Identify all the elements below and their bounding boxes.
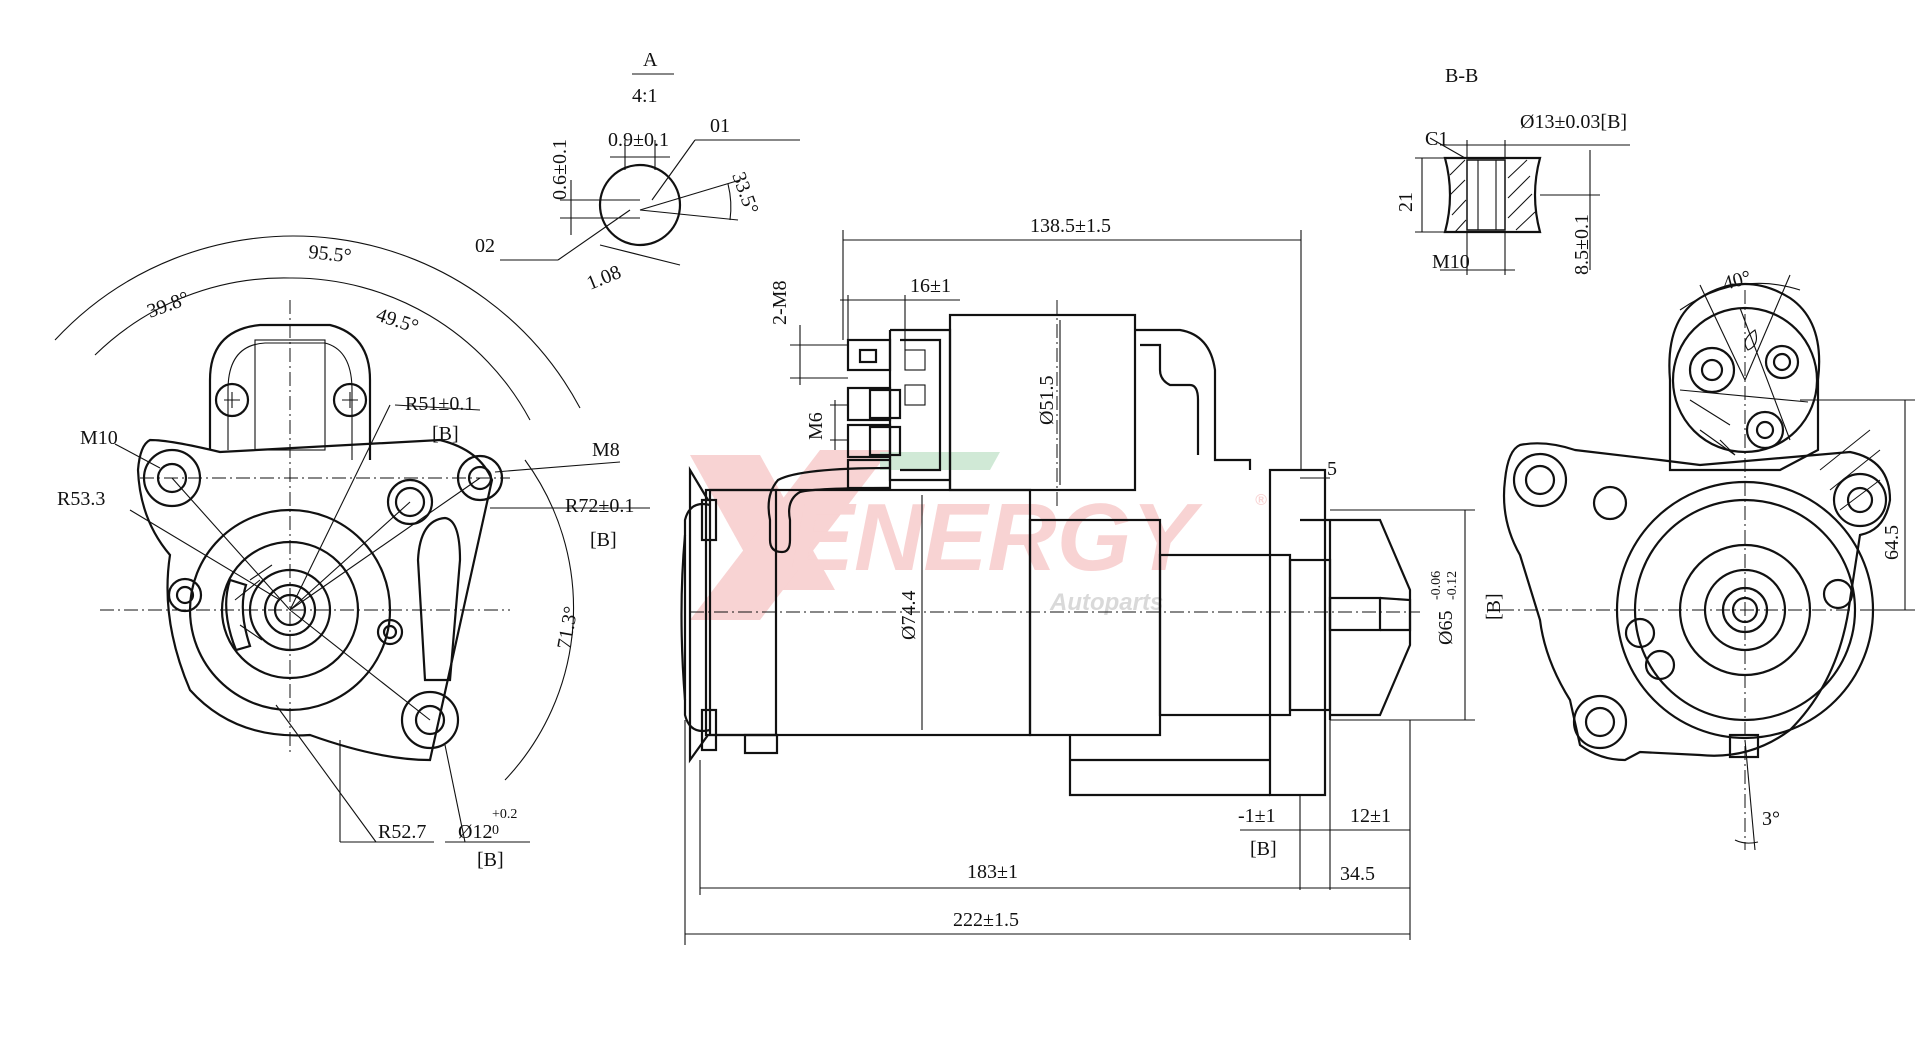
side-shaft [1328, 596, 1382, 632]
side-cable [767, 466, 891, 554]
front-thread-left: M10 [80, 427, 118, 449]
front-angle-left: 39.8° [144, 287, 192, 322]
end-flange-outline [1502, 442, 1892, 762]
front-radius-bottom: R52.7 [378, 821, 426, 843]
section-bb-height: 21 [1395, 192, 1417, 212]
side-terminal-gap: 16±1 [910, 275, 951, 297]
front-hole-tol-up: +0.2 [492, 807, 517, 822]
end-angle-top: 40° [1721, 266, 1754, 294]
detail-a-dim-width: 0.9±0.1 [608, 129, 669, 151]
front-hole-tol-low: 0 [492, 823, 499, 838]
front-thread-right: M8 [592, 439, 620, 461]
section-bb-chamfer: C1 [1425, 128, 1448, 150]
detail-a-angle: 33.5° [727, 169, 762, 217]
front-radius-right: R72±0.1 [565, 495, 634, 517]
end-angle-bottom: 3° [1762, 808, 1780, 830]
front-solenoid-cap [208, 323, 372, 460]
front-angle-side: 71.3° [553, 605, 582, 651]
detail-a-label-02: 02 [475, 235, 495, 257]
watermark-reg: ® [1255, 492, 1267, 509]
detail-a-title: A [643, 49, 658, 71]
front-hole-dia: Ø12 [458, 821, 492, 843]
side-flange-offset: 5 [1327, 458, 1337, 480]
front-angle-right: 49.5° [373, 304, 421, 338]
end-solenoid [1668, 283, 1821, 472]
side-pilot-tol-up: -0.06 [1429, 571, 1444, 600]
side-len-nose: 34.5 [1340, 863, 1375, 885]
detail-a: A 4:1 0.9±0.1 0.6±0.1 01 02 33.5° 1.08 [475, 49, 800, 295]
front-mounting-flange [136, 438, 494, 762]
side-flange-tol: -1±1 [1238, 805, 1276, 827]
front-radius-outer: R53.3 [57, 488, 105, 510]
side-len-total: 222±1.5 [953, 909, 1019, 931]
front-ref-hole: [B] [477, 849, 504, 871]
front-view: 95.5° 39.8° 49.5° 71.3° [54, 235, 650, 871]
side-len-body: 183±1 [967, 861, 1018, 883]
front-ref-top: [B] [432, 423, 459, 445]
side-dia-motor: Ø74.4 [898, 591, 920, 640]
section-bb-title: B-B [1445, 65, 1478, 87]
end-view: 40° 64.5 3° [1500, 266, 1915, 851]
side-terminal-low: M6 [805, 412, 827, 440]
side-pilot-tol-low: -0.12 [1445, 571, 1460, 600]
side-len-solenoid: 138.5±1.5 [1030, 215, 1111, 237]
side-pilot-ref: [B] [1483, 593, 1505, 620]
side-view: 138.5±1.5 16±1 2-M8 M6 Ø51.5 Ø74.4 5 Ø65… [680, 215, 1505, 945]
front-radius-top: R51±0.1 [405, 393, 474, 415]
section-bb: B-B Ø13±0.03[B] C1 21 M10 8.5±0.1 [1395, 65, 1630, 275]
watermark-brand: ENERGY [790, 484, 1203, 591]
detail-a-dim-height: 0.6±0.1 [549, 139, 571, 200]
side-terminal-top: 2-M8 [769, 281, 791, 325]
front-screw-left-icon [214, 382, 250, 418]
front-hole-d12 [400, 690, 460, 750]
side-flange [1268, 468, 1327, 797]
end-height: 64.5 [1881, 525, 1903, 560]
front-ref-right: [B] [590, 529, 617, 551]
front-pinion [263, 583, 317, 637]
section-bb-depth: 8.5±0.1 [1571, 214, 1593, 275]
detail-a-label-01: 01 [710, 115, 730, 137]
detail-a-circle [598, 163, 682, 247]
front-angle-total: 95.5° [307, 241, 352, 267]
side-pilot-dia: Ø65 [1435, 611, 1457, 645]
front-screw-right-icon [332, 382, 368, 418]
detail-a-scale: 4:1 [632, 85, 658, 107]
detail-a-dim-diag: 1.08 [584, 261, 625, 295]
side-pilot-len: 12±1 [1350, 805, 1391, 827]
side-flange-ref: [B] [1250, 838, 1277, 860]
side-dia-solenoid: Ø51.5 [1036, 376, 1058, 425]
section-bb-bore: Ø13±0.03[B] [1520, 111, 1627, 133]
section-bb-thread: M10 [1432, 251, 1470, 273]
